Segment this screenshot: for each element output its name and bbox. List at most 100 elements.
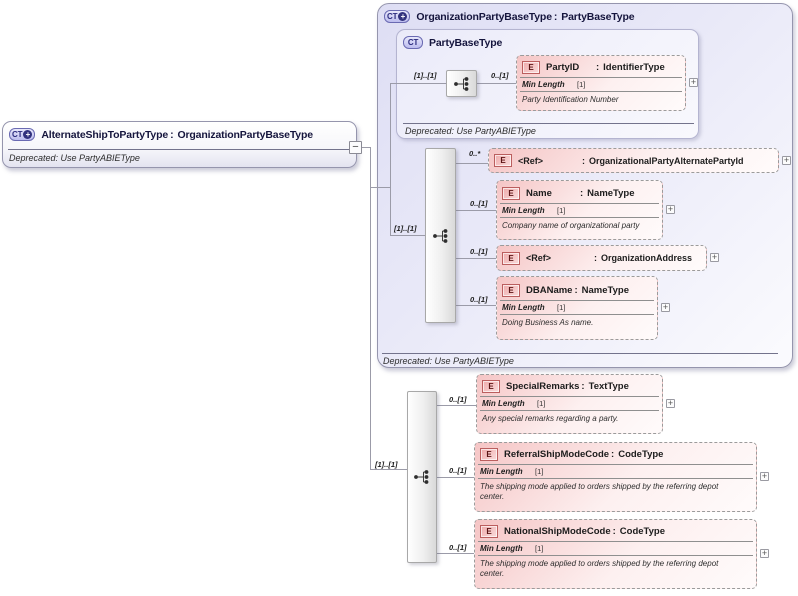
element-doc: Doing Business As name. (502, 318, 594, 327)
facet-value: [1] (557, 303, 566, 312)
expand-icon[interactable]: + (760, 548, 769, 558)
ct-icon-label: CT (12, 130, 23, 139)
facet-row: Min Length [1] (478, 541, 753, 556)
colon: : (582, 155, 585, 166)
element-name: <Ref> (518, 155, 544, 166)
connector-line (362, 147, 370, 148)
expand-icon[interactable]: + (782, 154, 791, 165)
sequence-compositor (425, 148, 456, 323)
deprecated-note: Deprecated: Use PartyABIEType (383, 356, 514, 366)
expand-icon[interactable]: + (760, 471, 769, 481)
connector-line (456, 163, 488, 164)
connector-line (390, 235, 425, 236)
derived-plus-icon: + (398, 12, 408, 21)
facet-name: Min Length (480, 467, 523, 476)
element-header: E <Ref> : OrganizationAddress (497, 246, 706, 270)
element-doc: Company name of organizational party (502, 221, 640, 230)
expand-icon[interactable]: + (661, 302, 670, 312)
cardinality-label: 0..[1] (449, 466, 467, 475)
element-type: IdentifierType (603, 62, 665, 73)
facet-row: Min Length [1] (500, 300, 654, 315)
element-icon: E (494, 154, 512, 167)
element-header: E <Ref> : OrganizationalPartyAlternatePa… (489, 149, 778, 172)
divider (382, 353, 778, 354)
collapse-icon[interactable]: − (349, 141, 362, 154)
sequence-compositor (407, 391, 437, 563)
connector-line (456, 305, 496, 306)
connector-line (370, 187, 390, 188)
colon: : (553, 10, 558, 23)
element-icon: E (482, 380, 500, 393)
type-box-header: CT PartyBaseType (397, 30, 698, 49)
facet-value: [1] (535, 544, 544, 553)
element-icon: E (502, 251, 520, 265)
element-type: OrganizationAddress (601, 253, 693, 263)
deprecated-note: Deprecated: Use PartyABIEType (405, 126, 536, 136)
element-type: OrganizationalPartyAlternatePartyId (589, 155, 744, 166)
sequence-icon (432, 228, 447, 243)
element-type: TextType (588, 381, 629, 392)
connector-line (477, 83, 516, 84)
expand-icon[interactable]: + (710, 252, 719, 262)
element-box-ref-organizationalpartyalternatepartyid[interactable]: E <Ref> : OrganizationalPartyAlternatePa… (488, 148, 791, 173)
facet-name: Min Length (522, 80, 565, 89)
element-icon: E (480, 448, 498, 461)
element-box-dbaname[interactable]: E DBAName : NameType Min Length [1] Doin… (496, 276, 670, 340)
element-box-ref-organizationaddress[interactable]: E <Ref> : OrganizationAddress + (496, 245, 719, 271)
type-base: PartyBaseType (561, 10, 635, 23)
deprecated-note: Deprecated: Use PartyABIEType (9, 153, 140, 163)
element-type: CodeType (618, 449, 664, 460)
element-type: NameType (587, 188, 635, 199)
element-type: NameType (581, 285, 629, 296)
divider (8, 149, 353, 150)
element-doc: Any special remarks regarding a party. (482, 414, 619, 423)
element-icon: E (522, 61, 540, 74)
expand-icon[interactable]: + (666, 398, 675, 408)
sequence-icon (414, 470, 429, 484)
element-doc: Party Identification Number (522, 95, 619, 104)
ct-icon-label: CT (407, 38, 419, 47)
element-header: E NationalShipModeCode : CodeType (475, 520, 756, 541)
element-name: PartyID (546, 62, 580, 73)
element-name: SpecialRemarks (506, 381, 580, 392)
element-box-specialremarks[interactable]: E SpecialRemarks : TextType Min Length [… (476, 374, 675, 434)
facet-value: [1] (557, 206, 566, 215)
element-header: E SpecialRemarks : TextType (477, 375, 662, 396)
cardinality-label: [1]..[1] (394, 224, 417, 233)
cardinality-label: 0..* (469, 149, 481, 158)
colon: : (170, 128, 174, 141)
type-base: OrganizationPartyBaseType (177, 128, 313, 141)
sequence-compositor (446, 70, 477, 97)
expand-icon[interactable]: + (689, 77, 698, 87)
facet-name: Min Length (502, 303, 545, 312)
complex-type-icon: CT+ (9, 128, 36, 141)
colon: : (581, 381, 585, 392)
colon: : (594, 253, 597, 263)
facet-value: [1] (535, 467, 544, 476)
facet-name: Min Length (482, 399, 525, 408)
element-box-name[interactable]: E Name : NameType Min Length [1] Company… (496, 180, 675, 240)
sequence-icon (453, 76, 468, 91)
element-name: <Ref> (526, 253, 552, 263)
colon: : (611, 449, 615, 460)
element-name: NationalShipModeCode (504, 526, 611, 537)
connector-line (370, 147, 371, 470)
connector-line (456, 258, 496, 259)
cardinality-label: 0..[1] (470, 199, 488, 208)
colon: : (596, 62, 600, 73)
element-name: Name (526, 188, 552, 199)
element-name: DBAName (526, 285, 573, 296)
facet-row: Min Length [1] (520, 77, 682, 92)
element-type: CodeType (619, 526, 666, 537)
element-name: ReferralShipModeCode (504, 449, 610, 460)
connector-line (370, 469, 407, 470)
element-header: E Name : NameType (497, 181, 662, 203)
element-box-nationalshipmodecode[interactable]: E NationalShipModeCode : CodeType Min Le… (474, 519, 769, 589)
facet-name: Min Length (502, 206, 545, 215)
expand-icon[interactable]: + (666, 204, 675, 214)
element-box-referralshipmodecode[interactable]: E ReferralShipModeCode : CodeType Min Le… (474, 442, 769, 512)
element-box-partyid[interactable]: E PartyID : IdentifierType Min Length [1… (516, 55, 698, 111)
complex-type-icon: CT+ (384, 10, 411, 23)
complex-type-box-alternateshiptopartytype[interactable]: CT+ AlternateShipToPartyType : Organizat… (2, 121, 357, 168)
